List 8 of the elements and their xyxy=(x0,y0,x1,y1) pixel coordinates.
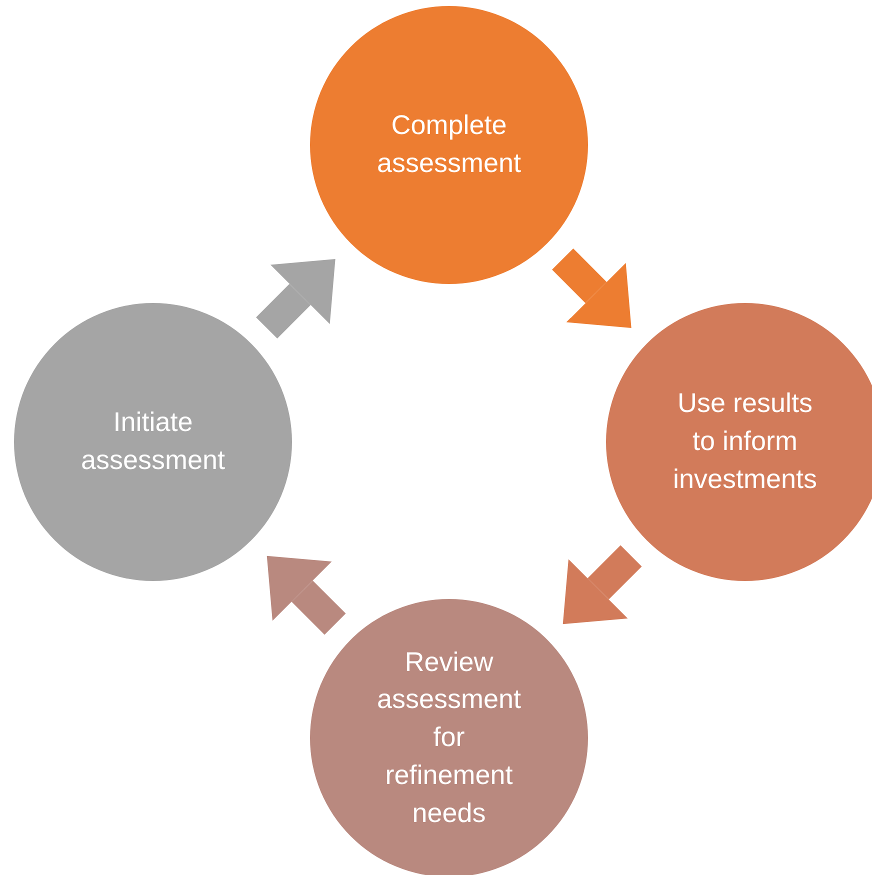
arrow xyxy=(562,545,642,624)
node-label: Review assessment for refinement needs xyxy=(376,646,522,830)
node-label: Use results to inform investments xyxy=(672,387,818,496)
arrow xyxy=(256,259,336,339)
arrow xyxy=(266,556,346,635)
node-label: Initiate assessment xyxy=(80,406,226,477)
node-label: Complete assessment xyxy=(376,109,522,180)
arrow xyxy=(552,248,632,328)
